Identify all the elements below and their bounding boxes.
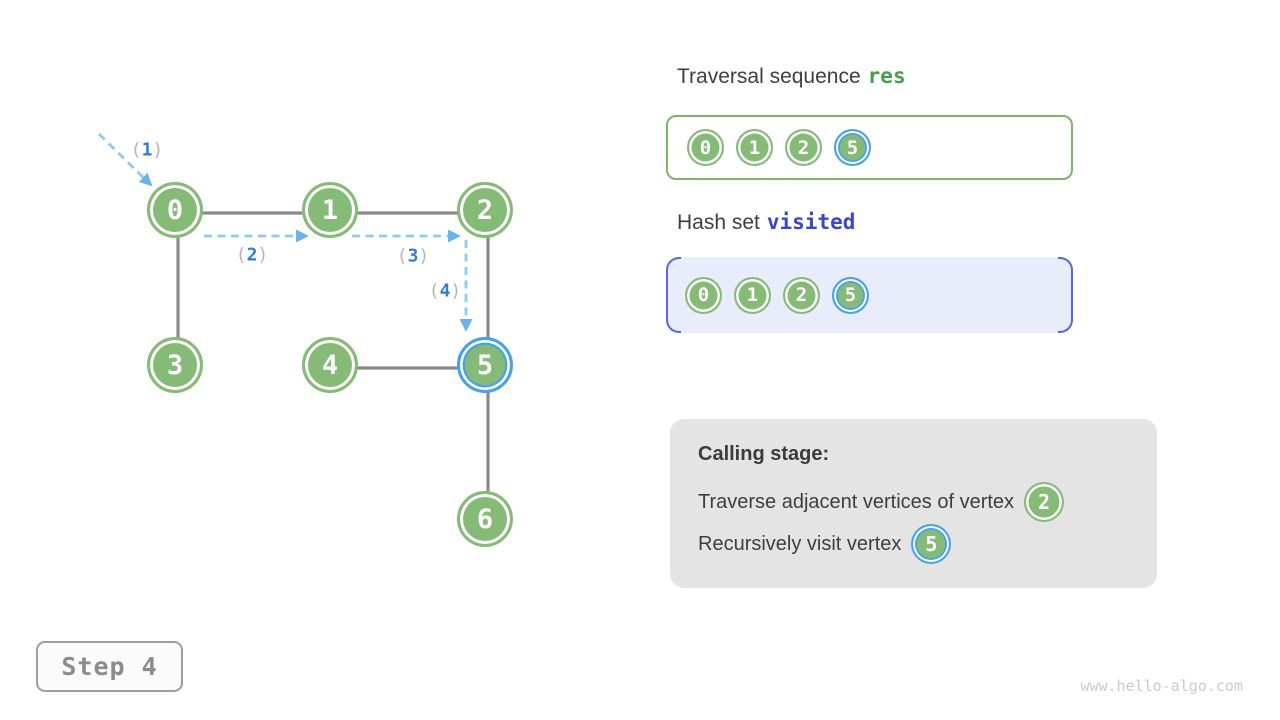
arrow-label-2: (2): [236, 245, 269, 266]
label-number: 3: [407, 245, 419, 267]
calling-stage-panel: Calling stage: Traverse adjacent vertice…: [670, 419, 1157, 588]
graph-node-1: 1: [302, 182, 358, 238]
visited-item-2: 2: [783, 276, 820, 314]
calling-line-traverse: Traverse adjacent vertices of vertex 2: [698, 482, 1157, 522]
label-number: 1: [141, 139, 153, 161]
label-open-paren: (: [396, 245, 408, 267]
traversal-sequence-box: 0 1 2 5: [666, 115, 1073, 180]
calling-line-traverse-text: Traverse adjacent vertices of vertex: [698, 490, 1015, 513]
label-close-paren: ): [152, 139, 164, 161]
label-close-paren: ): [450, 280, 462, 302]
visited-set-box: 0 1 2 5: [666, 257, 1073, 333]
watermark: www.hello-algo.com: [1080, 677, 1243, 695]
graph-node-4: 4: [302, 337, 358, 393]
visited-item-1: 1: [734, 276, 771, 314]
visited-item-0: 0: [685, 276, 722, 314]
arrow-step-1: [98, 133, 153, 187]
res-item-2: 2: [785, 129, 822, 166]
graph-node-3: 3: [147, 337, 203, 393]
step-badge: Step 4: [36, 641, 183, 692]
set-open-brace: [666, 257, 681, 333]
calling-stage-heading: Calling stage:: [698, 443, 830, 465]
res-item-1: 1: [736, 129, 773, 166]
visited-item-5-highlighted: 5: [832, 276, 869, 314]
traversal-arrows: [98, 133, 473, 332]
set-close-brace: [1058, 257, 1073, 333]
visited-code-label: visited: [766, 210, 856, 234]
res-item-5-highlighted: 5: [834, 129, 871, 166]
label-open-paren: (: [130, 139, 142, 161]
traversal-sequence-title: Traversal sequence res: [677, 64, 906, 89]
arrow-label-1: (1): [131, 140, 164, 161]
res-code-label: res: [867, 64, 906, 88]
graph-node-0: 0: [147, 182, 203, 238]
label-close-paren: ): [418, 245, 430, 267]
res-item-0: 0: [687, 129, 724, 166]
label-number: 2: [246, 244, 258, 266]
traversal-title-text: Traversal sequence: [677, 65, 861, 88]
arrow-label-4: (4): [429, 281, 462, 302]
graph-node-6: 6: [457, 491, 513, 547]
label-open-paren: (: [428, 280, 440, 302]
hash-set-title: Hash set visited: [677, 210, 855, 235]
graph-node-2: 2: [457, 182, 513, 238]
calling-node-2: 2: [1024, 482, 1065, 522]
arrow-label-3: (3): [397, 246, 430, 267]
label-open-paren: (: [235, 244, 247, 266]
graph-node-5-highlighted: 5: [457, 337, 513, 393]
calling-line-recursive-text: Recursively visit vertex: [698, 532, 902, 555]
calling-node-5-highlighted: 5: [911, 524, 952, 564]
label-number: 4: [439, 280, 451, 302]
label-close-paren: ): [257, 244, 269, 266]
hash-set-title-text: Hash set: [677, 211, 760, 234]
calling-line-recursive: Recursively visit vertex 5: [698, 524, 1157, 564]
